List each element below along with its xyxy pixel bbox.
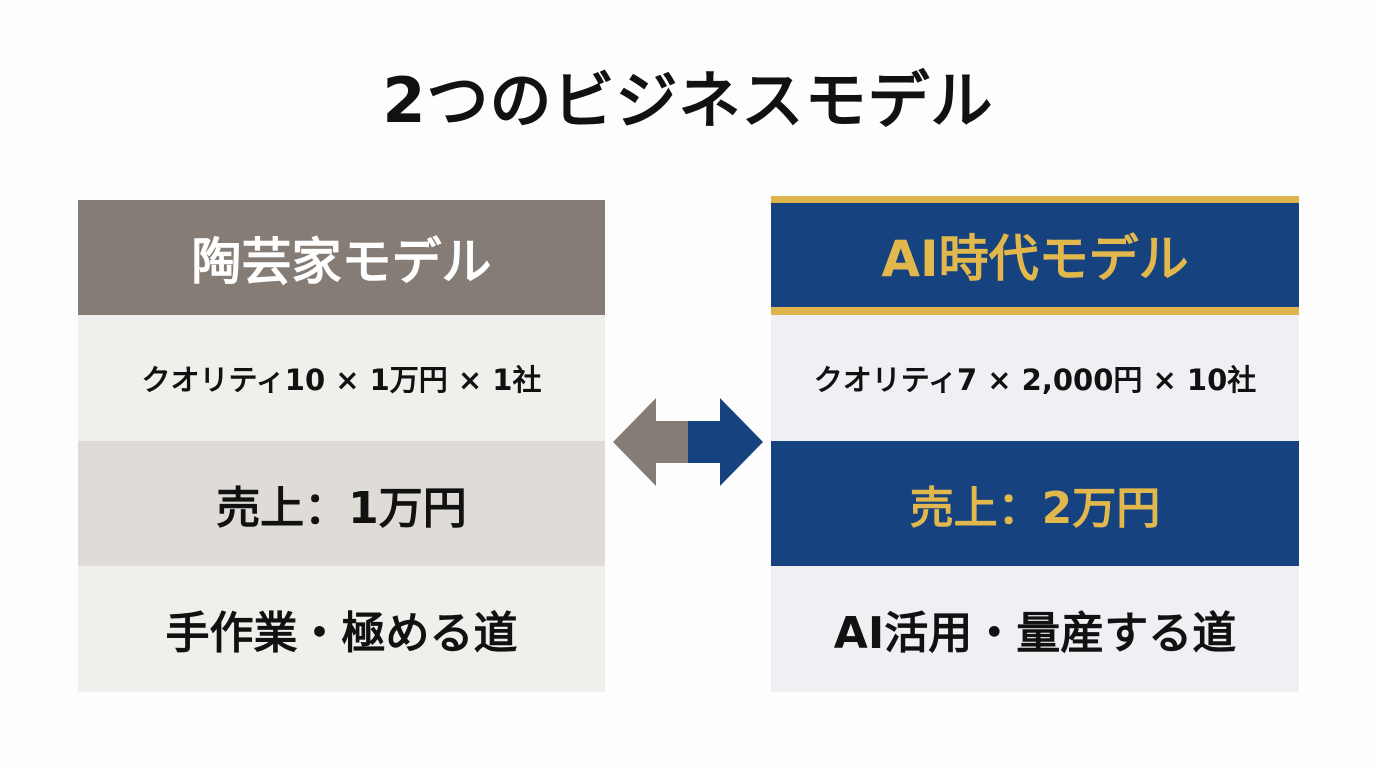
ai-era-model-header: AI時代モデル: [771, 196, 1299, 315]
craftsman-model-formula: クオリティ10 × 1万円 × 1社: [78, 315, 605, 441]
craftsman-model-header: 陶芸家モデル: [78, 200, 605, 315]
ai-era-model-motto: AI活用・量産する道: [771, 566, 1299, 692]
craftsman-model-panel: 陶芸家モデル クオリティ10 × 1万円 × 1社 売上：1万円 手作業・極める…: [78, 200, 605, 692]
double-arrow-icon: [613, 398, 763, 486]
ai-era-model-sales: 売上：2万円: [771, 441, 1299, 566]
slide-title: 2つのビジネスモデル: [382, 64, 994, 137]
craftsman-model-sales: 売上：1万円: [78, 441, 605, 566]
craftsman-model-motto: 手作業・極める道: [78, 566, 605, 692]
ai-era-model-panel: AI時代モデル クオリティ7 × 2,000円 × 10社 売上：2万円 AI活…: [771, 196, 1299, 692]
ai-era-model-formula: クオリティ7 × 2,000円 × 10社: [771, 315, 1299, 441]
